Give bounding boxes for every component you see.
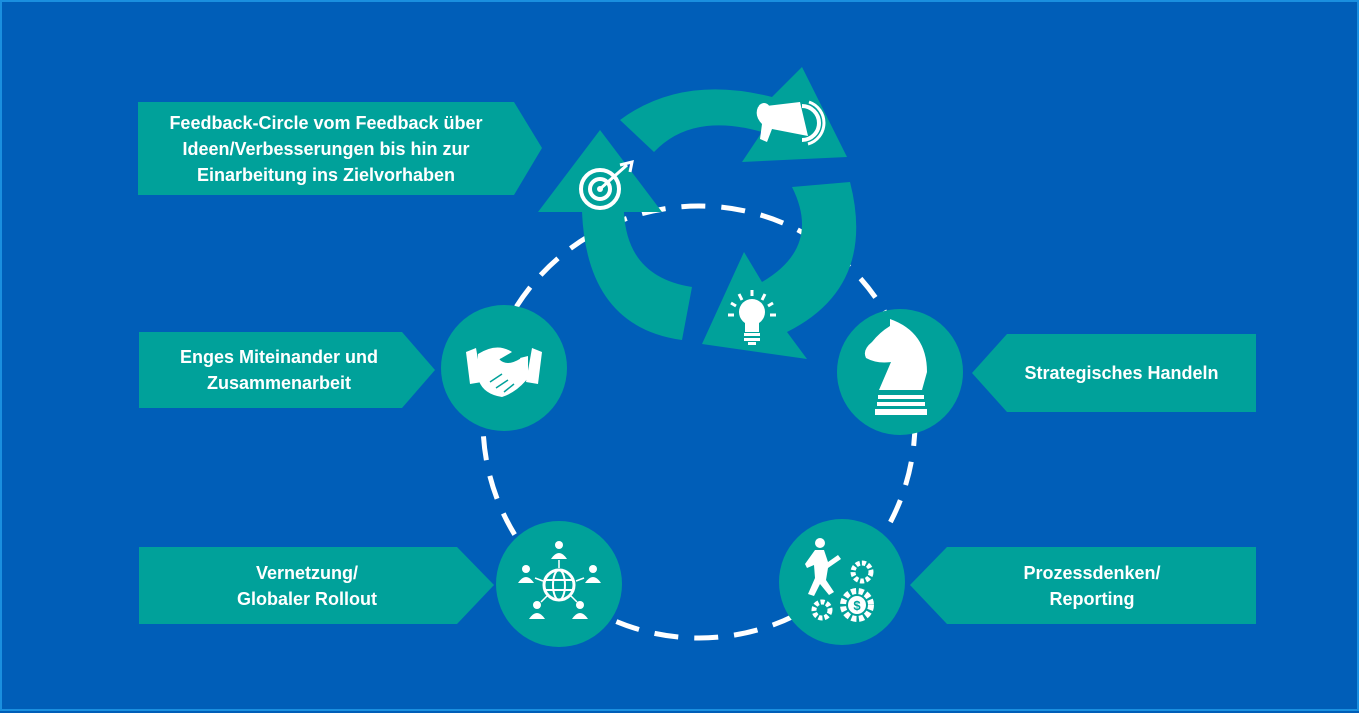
label-feedback-line-1: Feedback-Circle vom Feedback über [169,112,483,133]
megaphone-icon [756,100,826,146]
chess-knight-icon [864,319,927,415]
label-process-line-1: Prozessdenken/ [1023,562,1161,583]
label-process-line-2: Reporting [1049,588,1135,609]
global-network-icon [518,541,601,619]
label-collaboration-line-2: Zusammenarbeit [206,373,352,393]
cycle-arrow-left [538,130,692,340]
label-process: Prozessdenken/ Reporting [928,547,1256,624]
label-box-process [910,547,1256,624]
label-box-collaboration [139,332,435,408]
label-collaboration: Enges Miteinander und Zusammenarbeit [139,332,419,408]
label-strategy: Strategisches Handeln [987,334,1256,412]
process-gears-icon: $ [805,538,874,622]
target-icon [579,159,634,210]
label-feedback-line-3: Einarbeitung ins Zielvorhaben [196,164,456,185]
label-network: Vernetzung/ Globaler Rollout [139,547,475,624]
label-box-network [139,547,494,624]
label-collaboration-line-1: Enges Miteinander und [179,347,379,367]
network-circle [496,521,622,647]
label-strategy-line-1: Strategisches Handeln [1024,363,1219,383]
label-box-feedback [138,102,542,195]
handshake-icon [466,347,542,397]
label-box-strategy [972,334,1256,412]
cycle-arrow-top [620,67,847,162]
label-feedback: Feedback-Circle vom Feedback über Ideen/… [138,102,514,195]
svg-text:$: $ [853,598,861,613]
cycle-arrows-icon [538,67,857,359]
lightbulb-icon [728,290,776,345]
label-feedback-line-2: Ideen/Verbesserungen bis hin zur [182,138,470,159]
process-circle [779,519,905,645]
label-network-line-1: Vernetzung/ [255,562,358,583]
label-network-line-2: Globaler Rollout [236,588,377,609]
